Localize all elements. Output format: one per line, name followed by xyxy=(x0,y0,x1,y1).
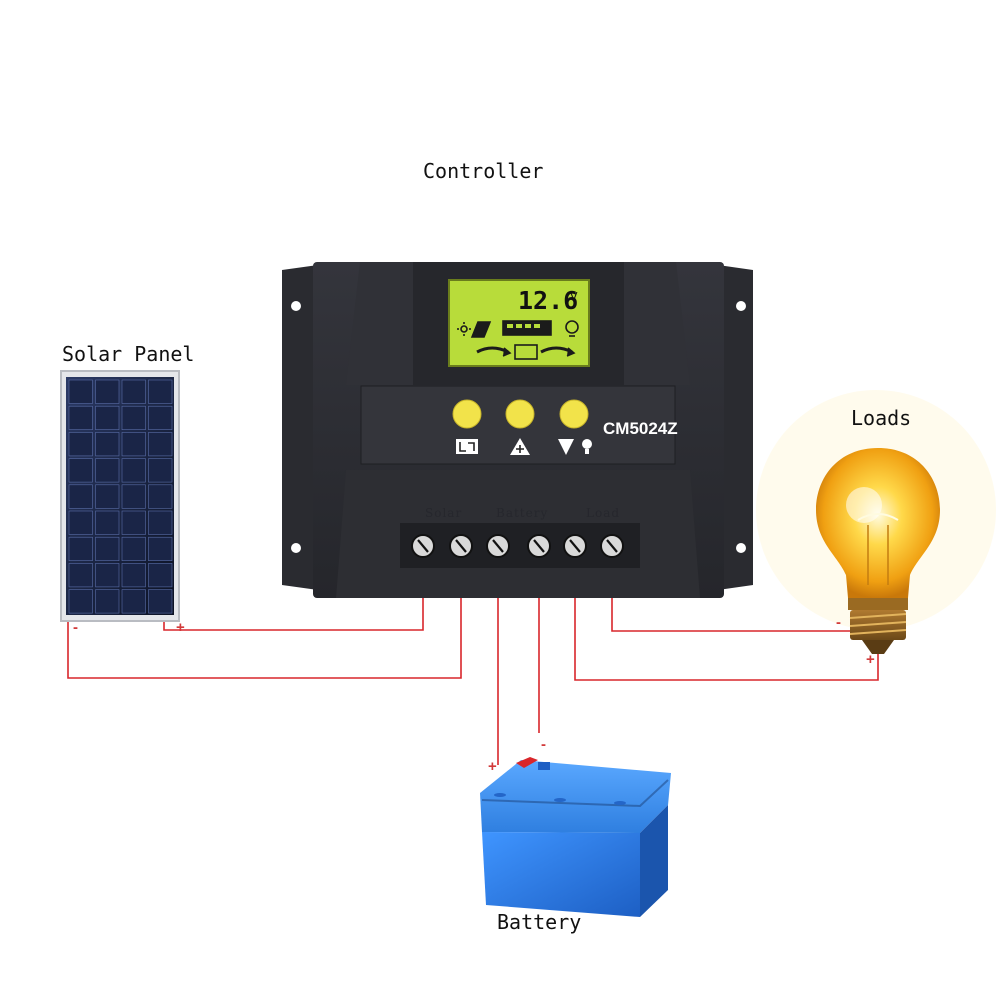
solar-cell xyxy=(148,589,173,614)
battery-positive-mark: + xyxy=(488,758,497,775)
solar-cell xyxy=(121,432,146,457)
terminal-slot xyxy=(569,539,581,553)
solar-cell xyxy=(95,589,120,614)
charge-controller xyxy=(282,262,753,598)
solar-cell xyxy=(121,536,146,562)
solar-cell xyxy=(148,510,173,535)
solar-cell xyxy=(95,379,120,404)
lcd-voltage: 12.6 xyxy=(518,286,579,315)
load-positive-mark: + xyxy=(866,651,875,668)
terminal-slot xyxy=(492,539,504,553)
solar-cells xyxy=(68,379,173,614)
solar-cell xyxy=(68,484,93,509)
solar-cell xyxy=(121,563,146,588)
solar-negative-mark: - xyxy=(73,619,78,636)
minus-load-button xyxy=(559,399,589,429)
mode-button xyxy=(452,399,482,429)
mount-hole xyxy=(736,543,746,553)
solar-cell xyxy=(121,510,146,535)
solar-cell xyxy=(95,458,120,483)
terminal-label-battery: Battery xyxy=(496,506,549,520)
terminal-label-load: Load xyxy=(586,506,621,520)
solar-cell xyxy=(148,405,173,431)
terminal-slot xyxy=(417,539,429,553)
terminal-slot xyxy=(533,539,545,553)
loads-label: Loads xyxy=(851,406,912,430)
solar-cell xyxy=(148,563,173,588)
wire-solar-negative xyxy=(67,598,462,679)
solar-cell xyxy=(68,510,93,535)
solar-cell xyxy=(148,432,173,457)
solar-cell xyxy=(68,432,93,457)
lcd-unit: V xyxy=(570,290,578,303)
model-number: CM5024Z xyxy=(603,419,678,438)
load-negative-mark: - xyxy=(836,614,841,631)
mount-hole xyxy=(291,543,301,553)
solar-cell xyxy=(121,589,146,614)
solar-cell xyxy=(95,563,120,588)
plus-button xyxy=(505,399,535,429)
mount-hole xyxy=(736,301,746,311)
solar-cell xyxy=(68,536,93,562)
wires xyxy=(67,598,879,765)
wire-solar-positive xyxy=(163,598,424,631)
lcd-icons xyxy=(457,320,579,360)
mount-hole xyxy=(291,301,301,311)
solar-cell xyxy=(95,432,120,457)
solar-cell xyxy=(95,536,120,562)
solar-cell xyxy=(148,379,173,404)
solar-positive-mark: + xyxy=(176,619,185,636)
wire-load-negative xyxy=(611,598,856,632)
solar-panel-label: Solar Panel xyxy=(62,342,195,366)
solar-cell xyxy=(148,484,173,509)
wire-load-positive xyxy=(574,598,879,681)
light-bulb xyxy=(756,390,996,654)
solar-cell xyxy=(95,405,120,431)
battery-negative-mark: - xyxy=(541,736,546,753)
solar-cell xyxy=(68,589,93,614)
solar-cell xyxy=(121,405,146,431)
battery xyxy=(480,757,671,917)
battery-terminal-positive xyxy=(516,757,538,768)
terminal-slot xyxy=(606,539,618,553)
solar-panel xyxy=(60,370,180,622)
controller-label: Controller xyxy=(423,159,544,183)
solar-cell xyxy=(95,510,120,535)
battery-label: Battery xyxy=(497,910,582,934)
solar-cell xyxy=(68,458,93,483)
solar-cell xyxy=(95,484,120,509)
solar-cell xyxy=(148,458,173,483)
terminal-slot xyxy=(455,539,467,553)
solar-cell xyxy=(121,458,146,483)
solar-cell xyxy=(68,563,93,588)
minus-load-icon xyxy=(558,439,574,455)
terminal-label-solar: Solar xyxy=(425,506,463,520)
solar-cell xyxy=(121,379,146,404)
solar-cell xyxy=(121,484,146,509)
solar-cell xyxy=(68,379,93,404)
solar-cell xyxy=(68,405,93,431)
solar-cell xyxy=(148,536,173,562)
terminals xyxy=(411,534,624,558)
